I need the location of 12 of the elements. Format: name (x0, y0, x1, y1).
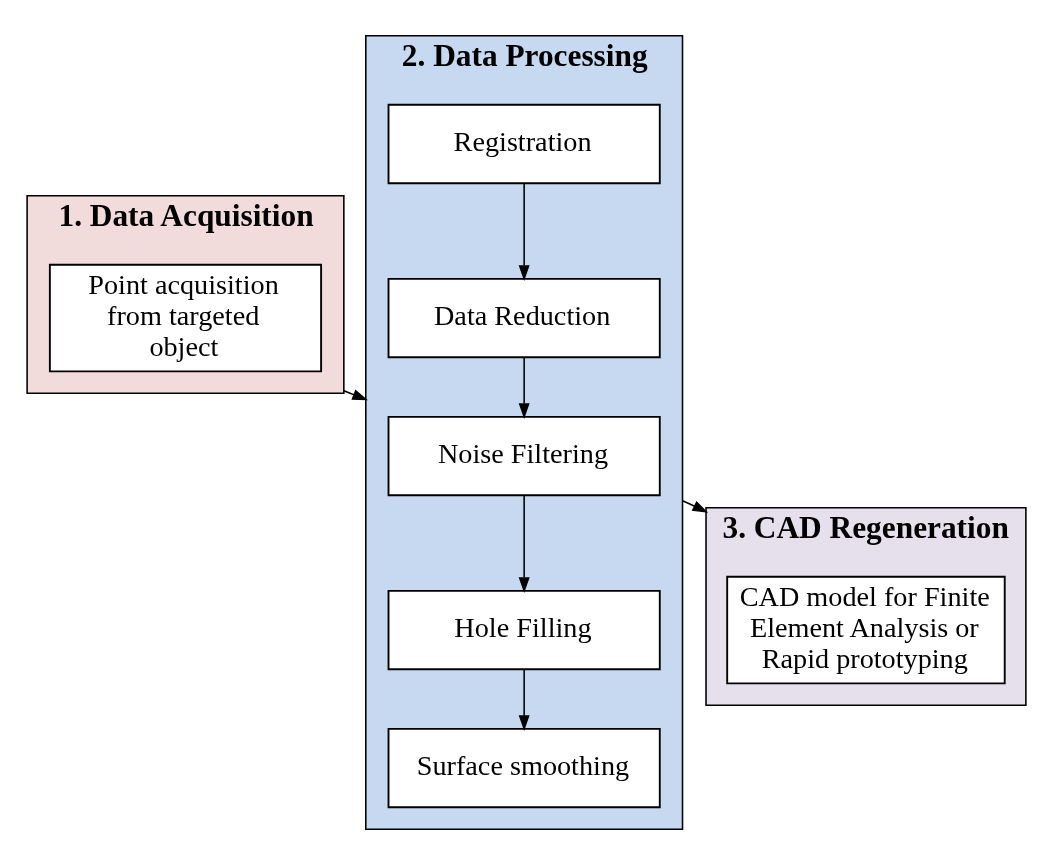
node-box: Data Reduction (387, 277, 661, 358)
node-box: Point acquisition from targeted object (48, 263, 323, 372)
arrow (681, 499, 709, 513)
arrow (518, 668, 530, 731)
arrow (518, 182, 530, 281)
arrow (518, 356, 530, 419)
arrow (518, 494, 530, 593)
node-box: Registration (387, 103, 661, 184)
node-box: Hole Filling (387, 589, 661, 670)
node-box: Noise Filtering (387, 415, 661, 496)
node-box: CAD model for Finite Element Analysis or Rapid prototyping (726, 575, 1006, 684)
node-box: Surface smoothing (387, 727, 661, 808)
